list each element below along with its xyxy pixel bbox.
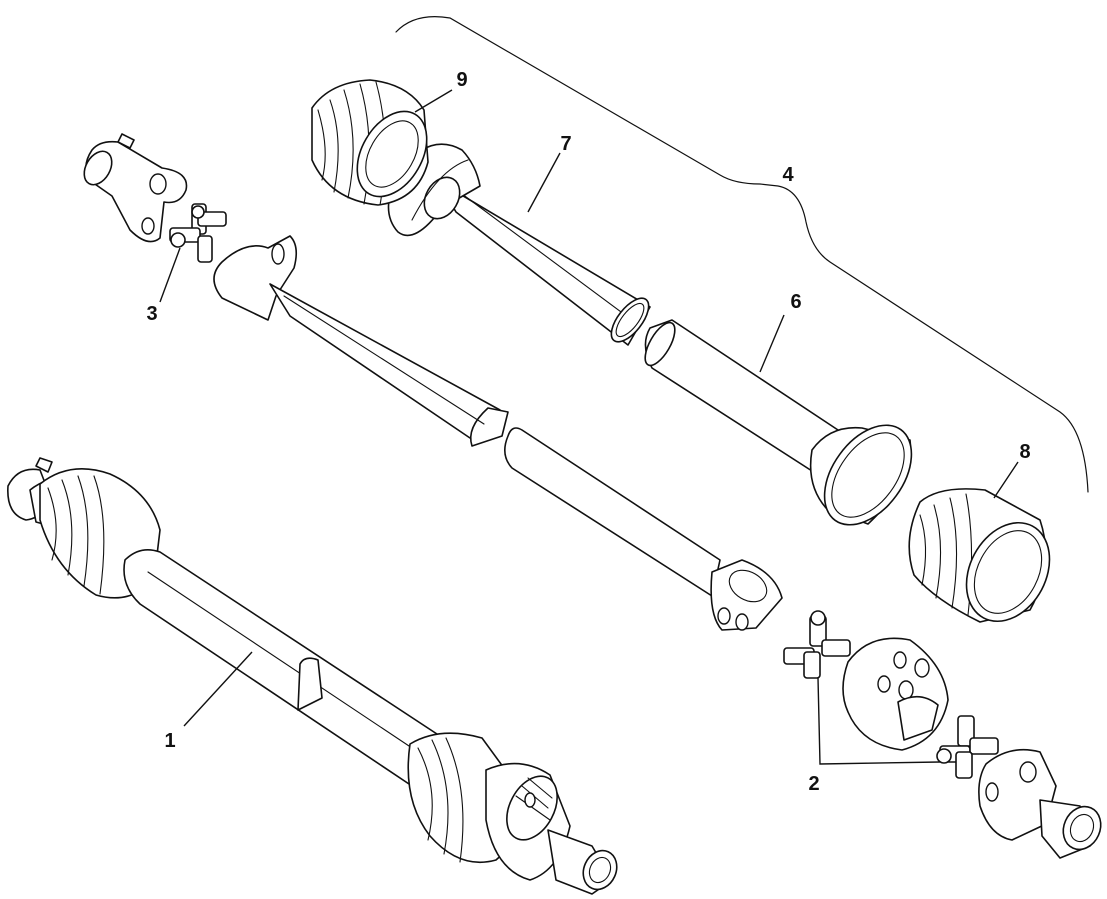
callout-6: 6 [790, 291, 802, 313]
callout-8: 8 [1019, 441, 1031, 463]
guard-cone-right [809, 424, 913, 526]
guard-bellows-bottom [908, 488, 1051, 623]
yoke-bottom [978, 748, 1102, 859]
cv-joint-housing [842, 637, 949, 751]
guard-tube-outer [437, 180, 651, 346]
callout-2: 2 [808, 773, 820, 795]
leader-lines [159, 89, 1019, 765]
drive-tube-inner [213, 235, 509, 447]
cross-journal-top [169, 203, 227, 263]
callout-4: 4 [782, 164, 794, 186]
callout-3: 3 [146, 303, 158, 325]
yoke-top [83, 133, 188, 243]
callout-7: 7 [560, 133, 572, 155]
callout-9: 9 [456, 69, 468, 91]
cross-journal-bottom-left [783, 610, 851, 679]
guard-bellows-top [311, 79, 429, 206]
assembled-drive-shaft [7, 457, 618, 895]
group-bracket [395, 16, 1089, 493]
guard-tube-inner [644, 319, 839, 481]
cross-journal-bottom-right [936, 715, 999, 779]
callout-1: 1 [164, 730, 176, 752]
drive-tube-outer [504, 427, 783, 631]
